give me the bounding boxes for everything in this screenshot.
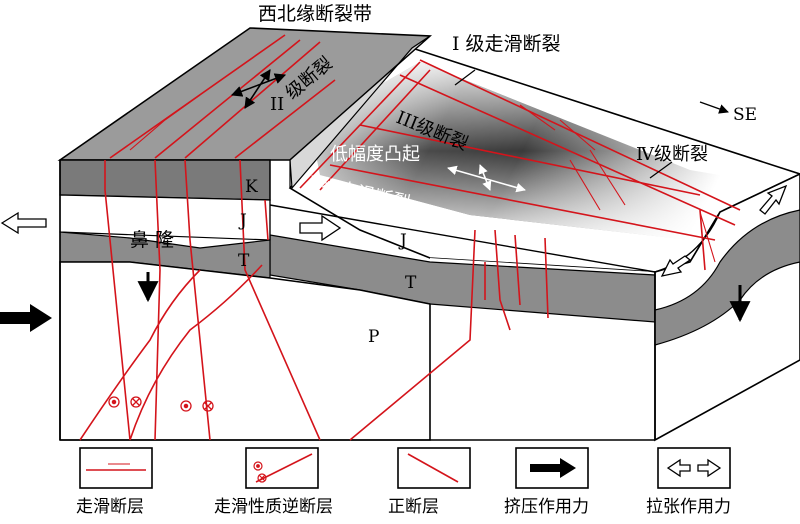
legend [79, 447, 731, 489]
dot-cross-icon [108, 396, 214, 412]
label-strata-T-left: T [238, 251, 250, 271]
legend-label-tension: 拉张作用力 [646, 497, 731, 517]
label-strata-J-left: J [238, 211, 247, 231]
label-strata-K: K [245, 177, 258, 197]
label-se-direction: SE [733, 105, 757, 125]
legend-label-compression: 挤压作用力 [504, 497, 589, 517]
left-block [57, 27, 655, 441]
legend-compression-arrow-icon [530, 458, 576, 478]
force-arrows [0, 69, 788, 412]
legend-label-strike-slip: 走滑断层 [76, 497, 144, 517]
tension-arrow-mid-icon [299, 214, 342, 242]
tension-arrow-left-icon [0, 211, 47, 235]
legend-label-normal-fault: 正断层 [388, 497, 439, 517]
label-strike-slip-level1-top: I 级走滑断裂 [452, 33, 561, 55]
fault-lines [79, 34, 741, 441]
tension-arrow-right-top-icon [759, 184, 788, 215]
label-fault-level4: Ⅳ级断裂 [636, 144, 708, 165]
label-fault-level2-numeral: II [270, 94, 284, 115]
right-block [269, 47, 800, 442]
legend-tension-arrow-right-icon [697, 458, 722, 478]
legend-tension-arrow-left-icon [666, 458, 691, 478]
label-strata-P: P [368, 327, 379, 347]
label-strata-T-right: T [405, 273, 417, 293]
label-bi-uplift: 鼻 隆 [130, 229, 174, 251]
label-low-amplitude-uplift: 低幅度凸起 [330, 144, 420, 165]
legend-label-strike-slip-reverse: 走滑性质逆断层 [214, 497, 333, 517]
compression-arrow-icon [0, 304, 52, 332]
tension-arrow-right-bottom-icon [660, 255, 692, 277]
layer-T-right [269, 234, 656, 323]
label-strata-J-right: J [398, 231, 407, 251]
legend-box-strike-slip [79, 447, 153, 489]
label-northwest-fault-belt: 西北缘断裂带 [258, 3, 372, 25]
